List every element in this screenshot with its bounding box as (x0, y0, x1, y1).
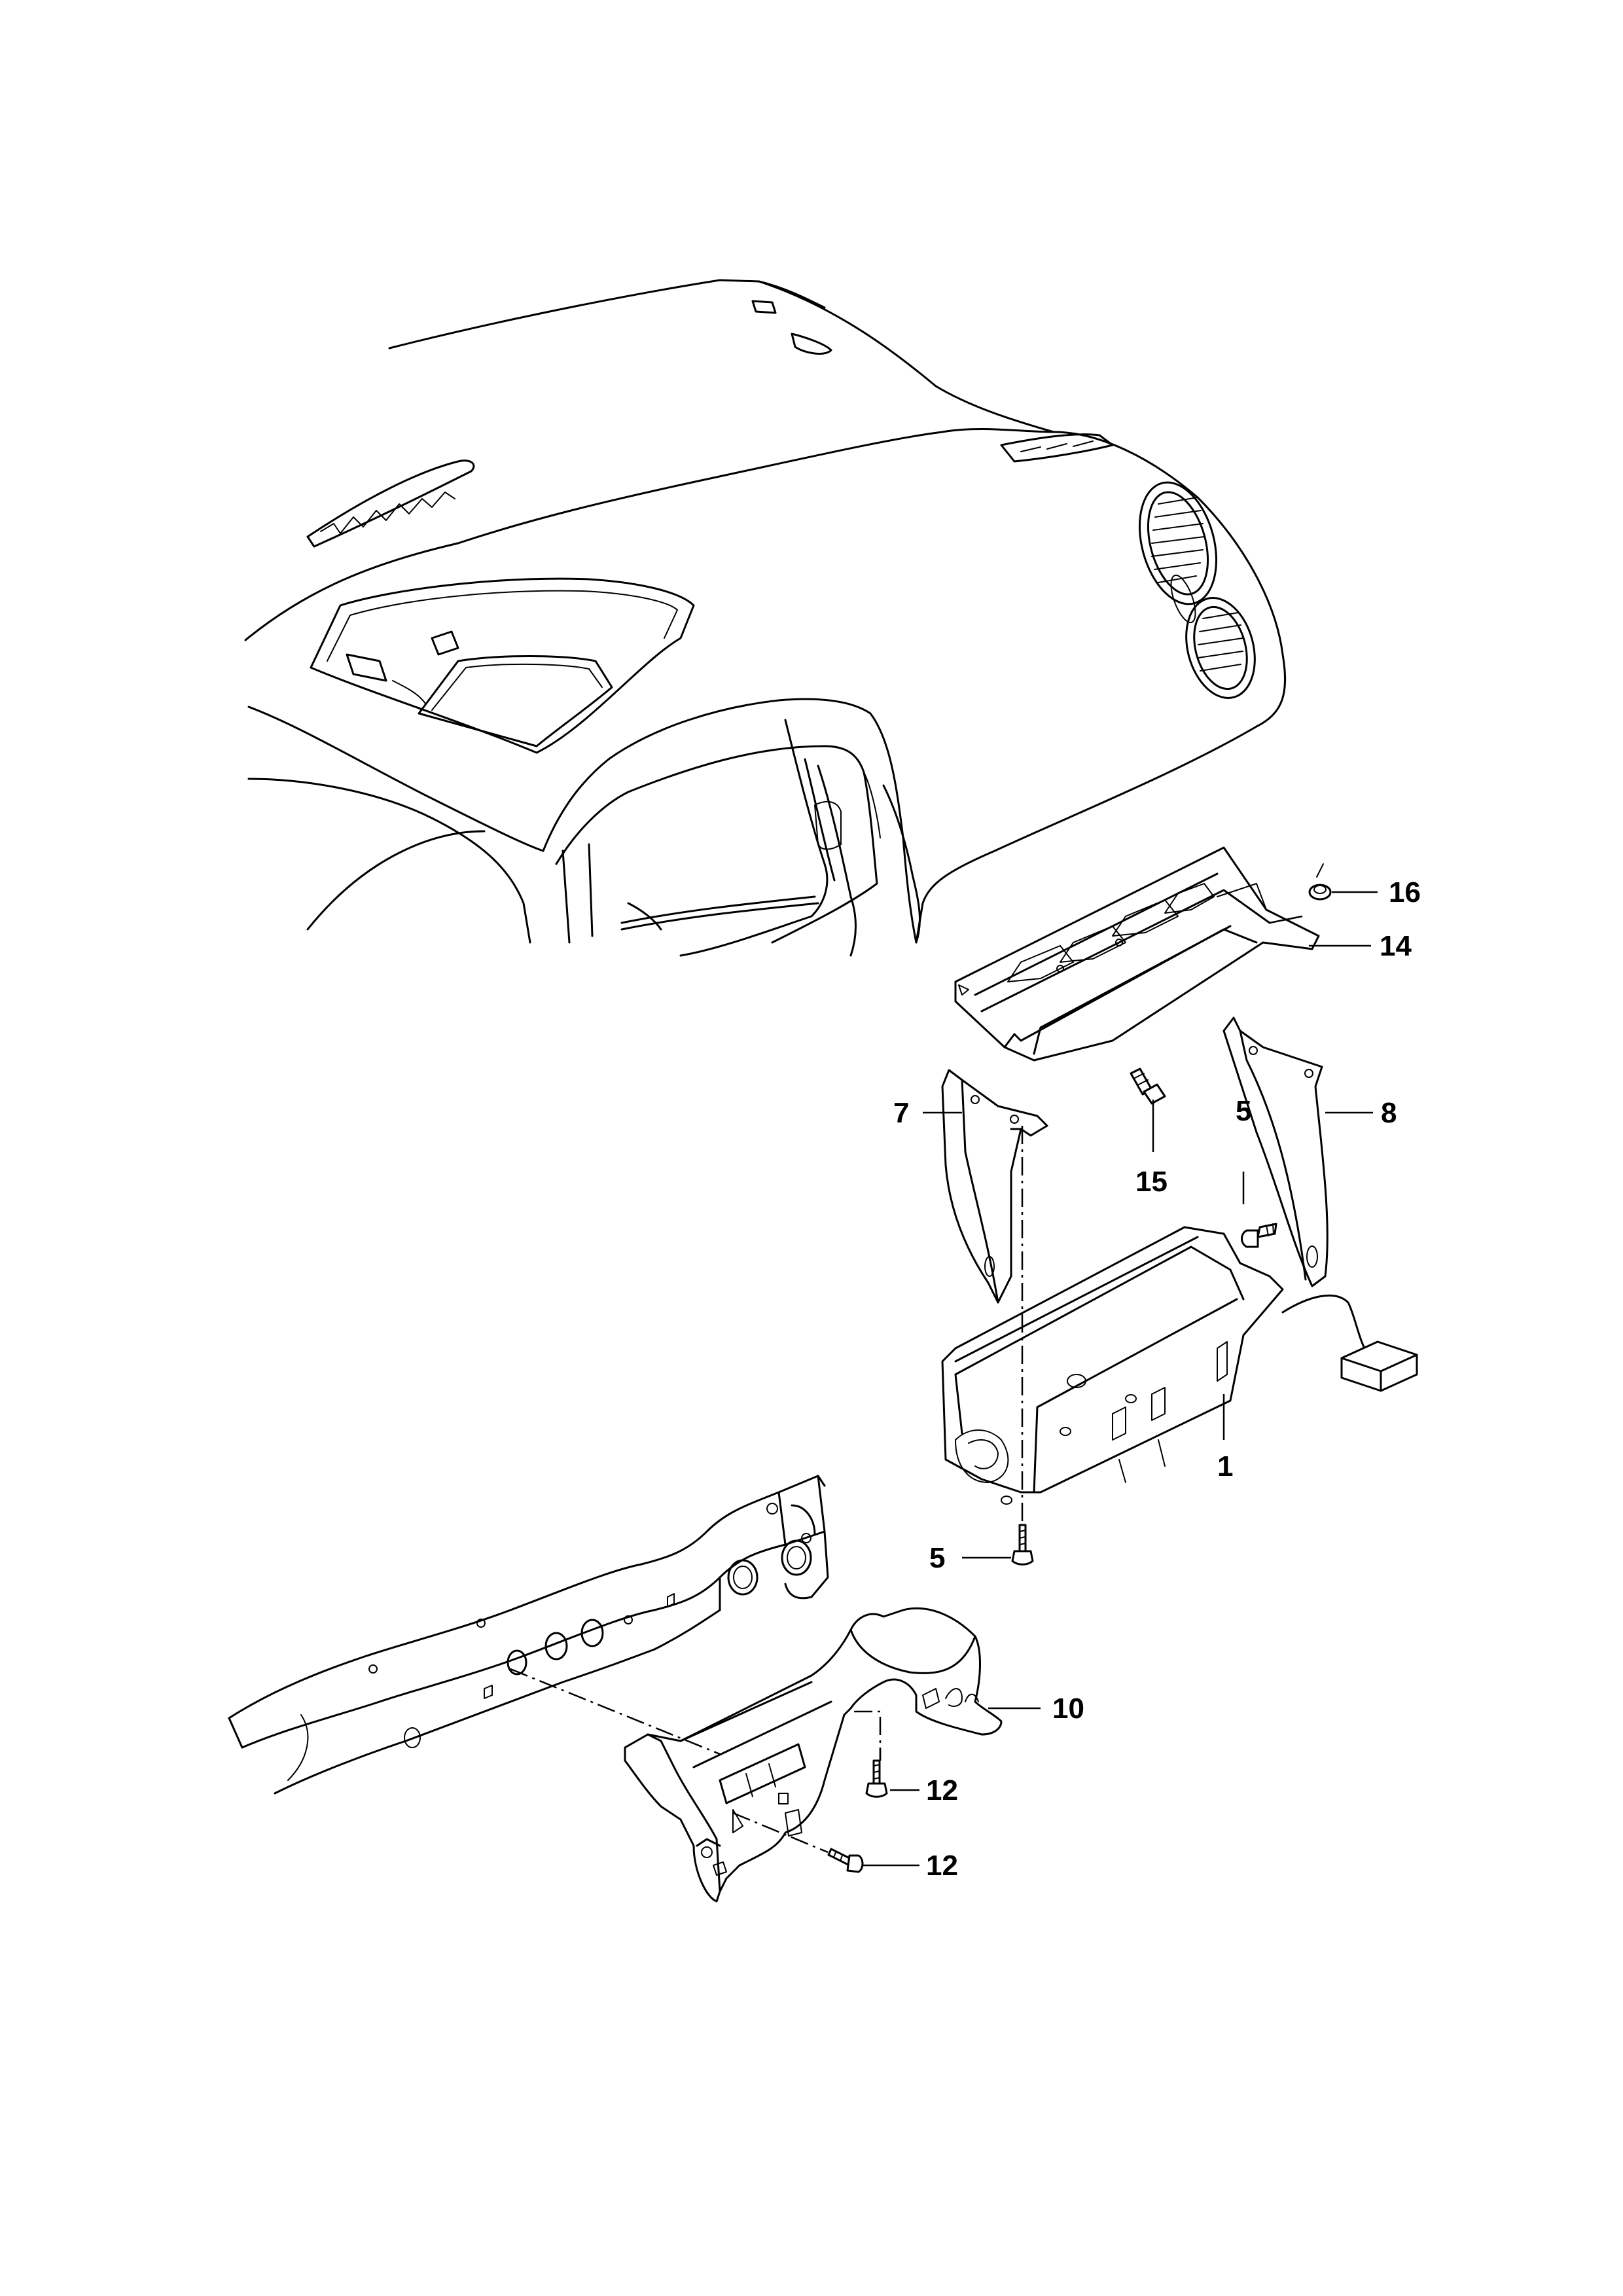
part-12-lower-bolt (827, 1848, 864, 1873)
callout-12-upper: 12 (926, 1774, 958, 1806)
part-10-support-bracket (624, 1607, 1003, 1903)
leader-lines (863, 891, 1378, 1867)
part-1-airbag-unit (941, 1226, 1418, 1505)
part-16-nut (1308, 863, 1332, 901)
callout-10: 10 (1052, 1693, 1084, 1725)
part-15-bolt (1130, 1067, 1166, 1105)
part-12-upper-bolt (865, 1759, 888, 1798)
callout-16: 16 (1389, 876, 1421, 908)
callout-5-lower: 5 (929, 1542, 945, 1574)
callout-1: 1 (1217, 1450, 1233, 1482)
cross-member-beam (228, 1475, 829, 1795)
assembly-guide-lines (510, 1126, 1024, 1854)
callout-14: 14 (1380, 930, 1412, 962)
callout-numbers: 16 14 8 5 15 7 1 5 10 12 12 (893, 876, 1421, 1882)
dashboard-panel (244, 279, 1287, 957)
part-7-left-bracket (941, 1069, 1048, 1304)
callout-5-upper: 5 (1236, 1095, 1251, 1127)
part-8-right-bracket (1222, 1016, 1329, 1287)
callout-15: 15 (1135, 1166, 1168, 1198)
callout-7: 7 (893, 1097, 909, 1129)
part-5-upper-bolt (1241, 1223, 1277, 1248)
callout-12-lower: 12 (926, 1850, 958, 1882)
part-14-airbag-housing (954, 846, 1320, 1062)
callout-8: 8 (1381, 1097, 1397, 1129)
part-5-lower-bolt (1011, 1524, 1034, 1566)
